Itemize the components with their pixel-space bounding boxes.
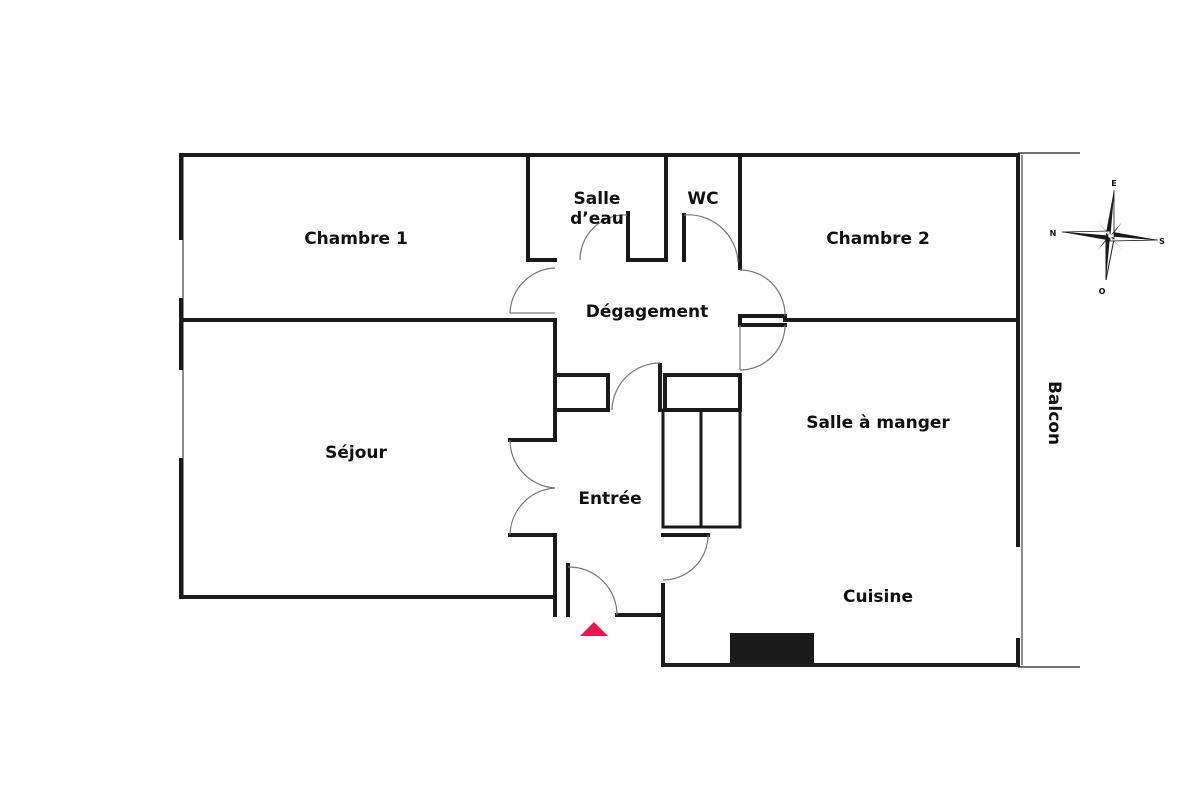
compass-label-west: O: [1099, 287, 1106, 296]
room-label-salle-deau-1: Salle: [574, 189, 621, 209]
cupboards: [661, 408, 742, 529]
window-lines: [182, 155, 1023, 665]
room-label-chambre1: Chambre 1: [304, 229, 408, 249]
entrance-triangle-icon: [580, 622, 608, 636]
interior-walls: [179, 153, 1020, 617]
balcony-outline: [1018, 152, 1080, 668]
door-swings: [509, 214, 786, 616]
compass-label-south: S: [1159, 237, 1165, 246]
compass-rose-icon: E N S O: [1050, 179, 1165, 296]
compass-label-north: N: [1050, 229, 1057, 238]
room-label-entree: Entrée: [578, 489, 641, 509]
kitchen-counter: [730, 633, 814, 665]
room-label-sejour: Séjour: [325, 443, 387, 463]
room-label-wc: WC: [687, 189, 718, 209]
room-label-balcon: Balcon: [1044, 381, 1064, 445]
room-label-cuisine: Cuisine: [843, 587, 913, 607]
room-label-salle-deau-2: d’eau: [570, 209, 624, 229]
compass-label-east: E: [1111, 179, 1116, 188]
room-label-chambre2: Chambre 2: [826, 229, 930, 249]
room-label-salle-a-manger: Salle à manger: [806, 413, 950, 433]
room-label-degagement: Dégagement: [586, 302, 708, 322]
outer-walls: [179, 153, 1020, 667]
